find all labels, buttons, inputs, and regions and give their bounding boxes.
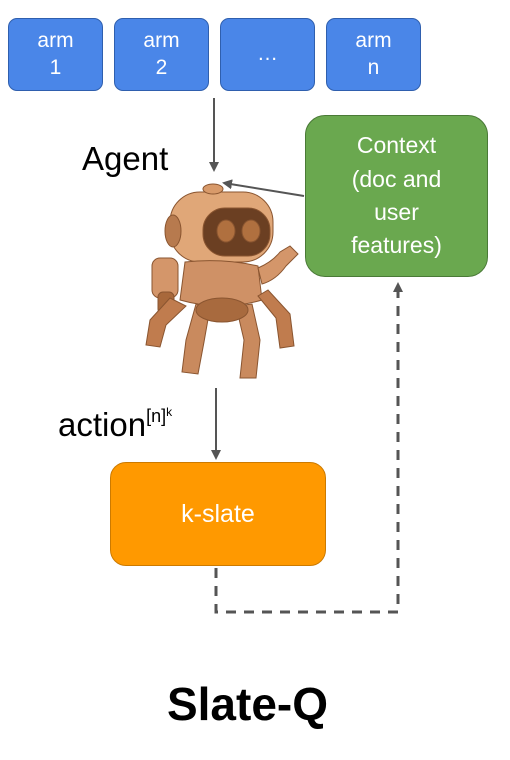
agent-label: Agent <box>82 140 169 177</box>
arm-1-box: arm 1 <box>8 18 103 91</box>
k-slate-box: k-slate <box>110 462 326 566</box>
context-line-2: (doc and <box>351 165 442 192</box>
arm-1-index: 1 <box>49 55 62 79</box>
arm-ellipsis-label: … <box>257 42 278 66</box>
action-text: action <box>58 406 147 443</box>
arm-ellipsis-box: … <box>220 18 315 91</box>
arm-n-index: n <box>367 55 380 79</box>
arm-2-index: 2 <box>155 55 168 79</box>
arm-2-label: arm <box>143 29 180 53</box>
action-superscript: [n]k <box>146 405 173 426</box>
diagram-title: Slate-Q <box>166 678 329 730</box>
arm-2-box: arm 2 <box>114 18 209 91</box>
slate-to-context-dashed-arrow <box>214 282 403 614</box>
action-label: action[n]k <box>58 405 172 444</box>
context-line-1: Context <box>356 132 437 159</box>
context-line-4: features) <box>351 232 442 259</box>
k-slate-label: k-slate <box>181 499 255 528</box>
context-box: Context (doc and user features) <box>305 115 488 277</box>
arm-n-label: arm <box>355 29 392 53</box>
action-exponent: k <box>166 405 173 419</box>
context-to-agent-arrow <box>222 179 305 197</box>
arm-n-box: arm n <box>326 18 421 91</box>
arm-1-label: arm <box>37 29 74 53</box>
context-line-3: user <box>374 199 419 225</box>
